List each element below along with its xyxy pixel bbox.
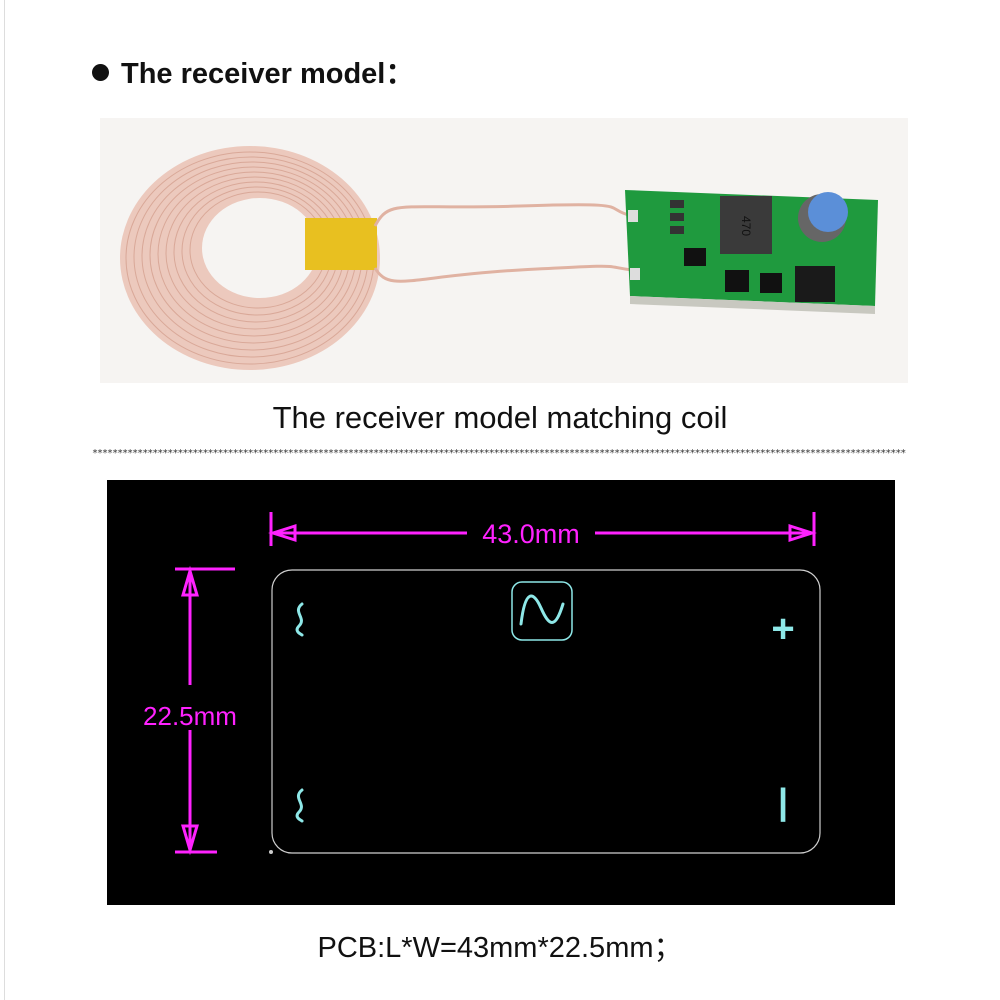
heading-text: The receiver model：	[121, 58, 415, 90]
length-dimension	[268, 512, 817, 546]
width-label: 22.5mm	[143, 701, 237, 731]
receiver-board: 470	[625, 190, 878, 314]
inductor-marking: 470	[739, 216, 753, 236]
minus-terminal-label: |	[778, 781, 788, 823]
board-outline	[271, 569, 821, 854]
coil	[120, 146, 380, 370]
width-dimension	[175, 565, 235, 856]
section-heading: The receiver model：	[92, 50, 414, 92]
bullet-icon	[92, 64, 109, 81]
left-border	[4, 0, 5, 1000]
pcb-caption: PCB:L*W=43mm*22.5mm；	[317, 932, 683, 964]
inductor	[720, 196, 772, 254]
origin-marker	[269, 850, 273, 854]
plus-terminal-label: +	[771, 607, 794, 651]
dotted-separator: ****************************************…	[92, 448, 906, 459]
ac-input-icon	[295, 788, 304, 823]
sine-wave-icon	[511, 581, 573, 641]
length-label: 43.0mm	[482, 519, 580, 549]
photo-caption: The receiver model matching coil	[272, 400, 728, 435]
coil-leads	[373, 203, 633, 283]
ac-input-icon	[295, 602, 304, 637]
kapton-tape	[305, 218, 377, 270]
product-photo: 470	[100, 118, 908, 383]
pcb-drawing: 43.0mm 22.5mm + |	[107, 480, 895, 905]
